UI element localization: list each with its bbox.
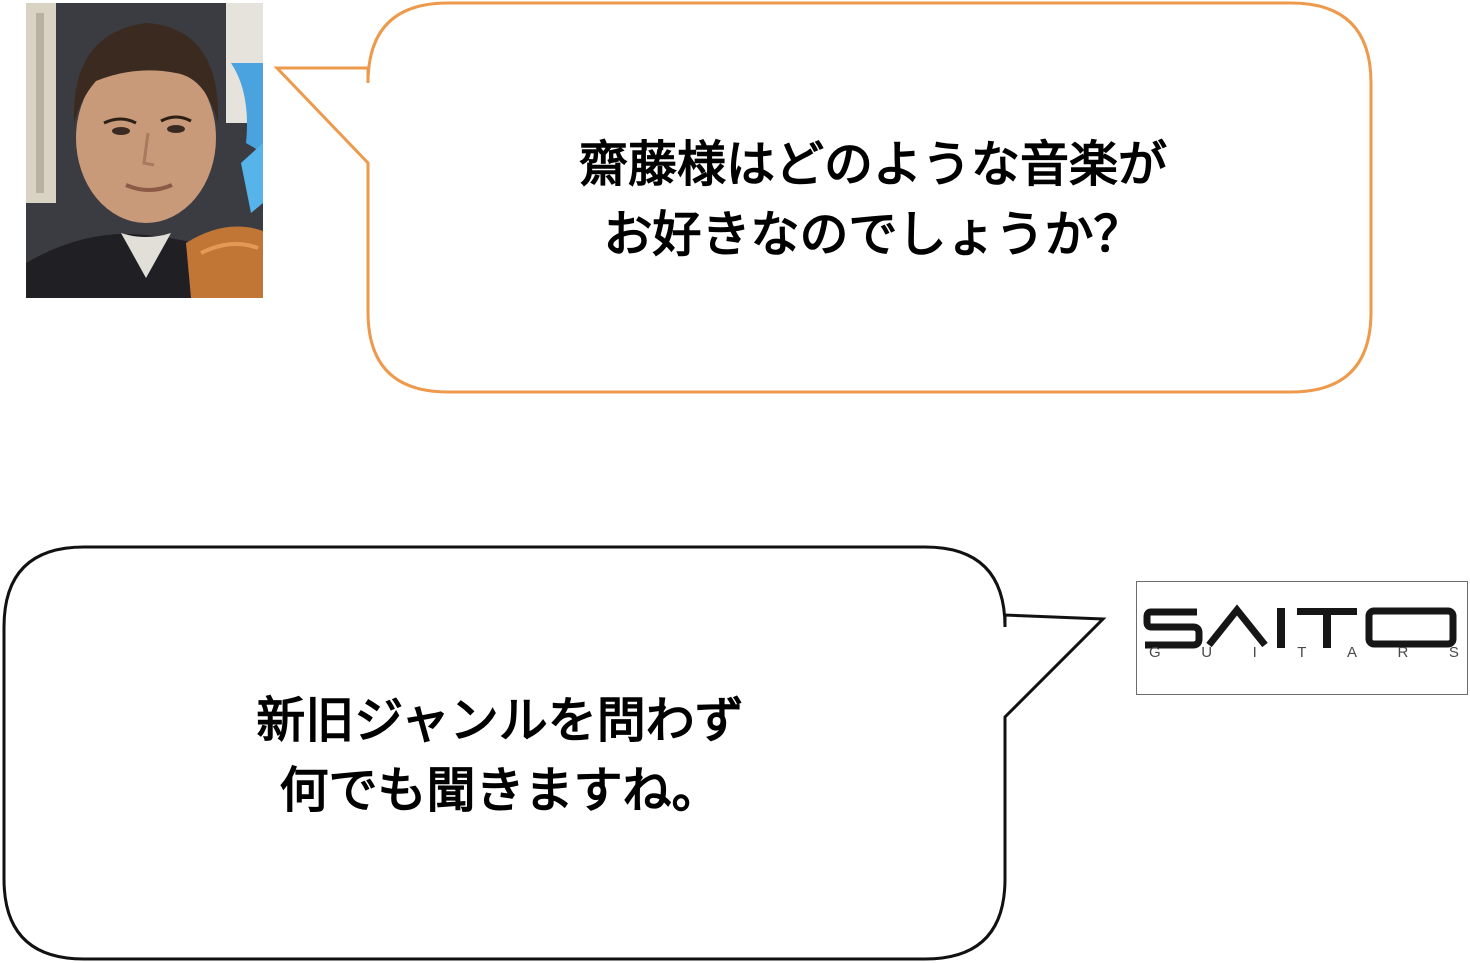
answer-text: 新旧ジャンルを問わず 何でも聞きますね。 [60,686,940,826]
saito-wordmark-icon [1143,604,1457,649]
question-line-1: 齋藤様はどのような音楽が [578,136,1167,193]
answer-bubble [2,545,1107,961]
logo-letter: G [1149,644,1161,661]
logo-letter: R [1397,644,1409,661]
logo-letter: I [1252,644,1257,661]
saito-subtitle: G U I T A R S [1149,644,1459,661]
logo-letter: U [1201,644,1213,661]
staff-avatar [26,3,263,298]
question-line-2: お好きなのでしょうか？ [603,206,1143,263]
question-bubble [273,1,1373,394]
logo-letter: A [1346,644,1357,661]
logo-letter: T [1297,644,1307,661]
answer-line-1: 新旧ジャンルを問わず [256,692,744,749]
question-text: 齋藤様はどのような音楽が お好きなのでしょうか？ [440,130,1306,270]
logo-letter: S [1448,644,1459,661]
answer-line-2: 何でも聞きますね。 [279,762,721,819]
saito-guitars-logo: G U I T A R S [1136,581,1468,695]
